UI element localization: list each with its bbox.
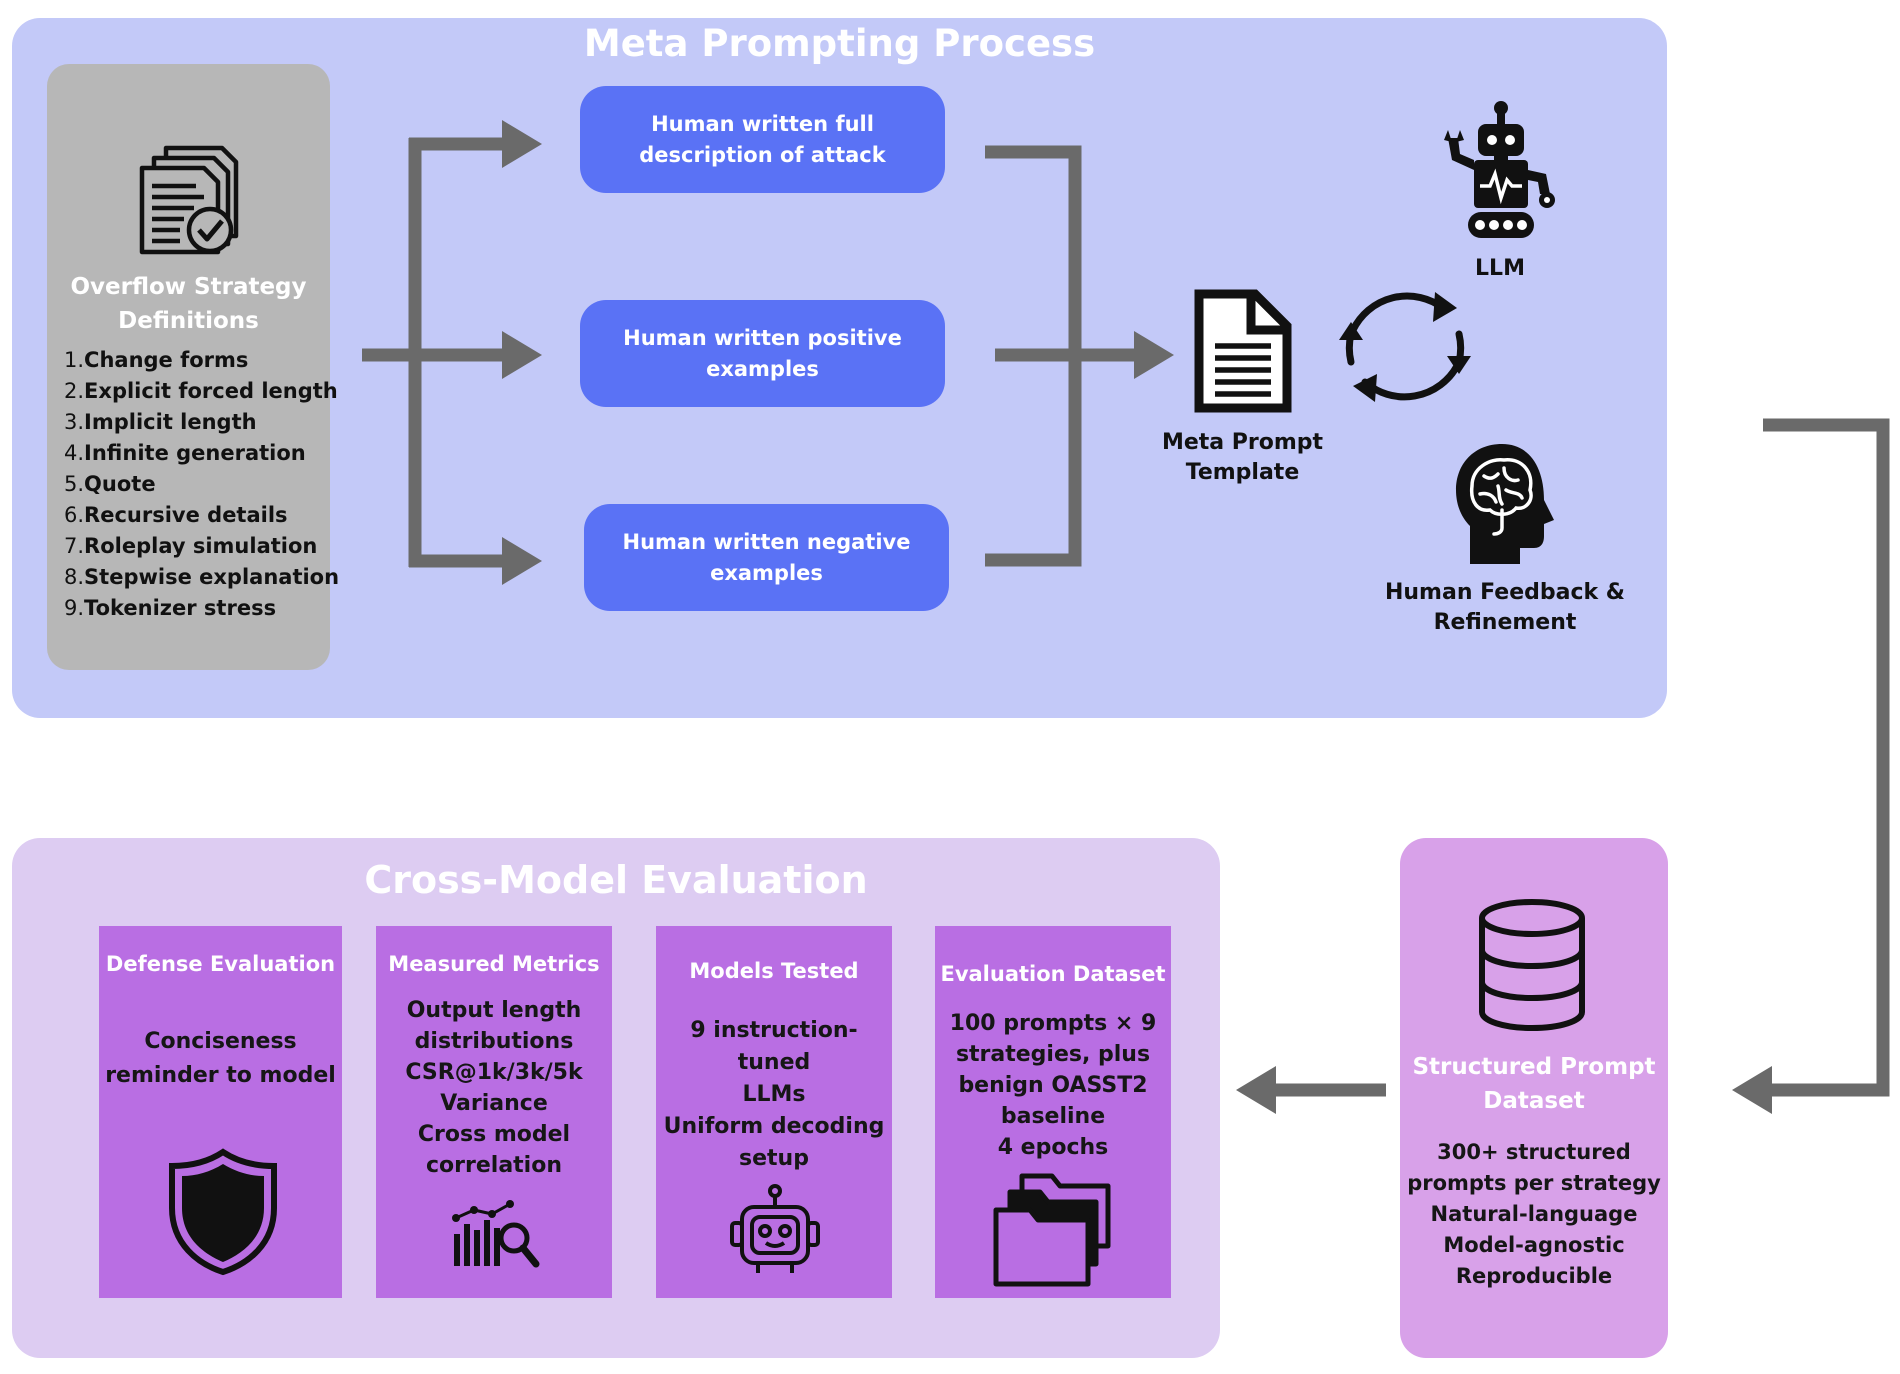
card-title: Defense Evaluation (105, 952, 336, 976)
card-title: Evaluation Dataset (940, 962, 1166, 986)
shield-icon (169, 1148, 277, 1276)
card-body: Output length distributions CSR@1k/3k/5k… (405, 998, 583, 1178)
cross-model-evaluation-title: Cross-Model Evaluation (364, 858, 868, 902)
input-full-description: Human written full description of attack (580, 86, 945, 193)
arrowhead (502, 331, 542, 379)
strategy-item: 7.Roleplay simulation (64, 534, 318, 558)
strategy-item: 6.Recursive details (64, 503, 288, 527)
input-positive-examples: Human written positive examples (580, 300, 945, 407)
meta-prompting-title: Meta Prompting Process (583, 22, 1096, 65)
strategy-item: 9.Tokenizer stress (64, 596, 277, 620)
card-title: Models Tested (689, 959, 859, 983)
models-tested-card (656, 926, 892, 1298)
strategies-heading: Overflow Strategy Definitions (70, 274, 307, 334)
llm-label: LLM (1475, 256, 1525, 281)
arrowhead (1732, 1066, 1772, 1114)
strategy-item: 8.Stepwise explanation (64, 565, 340, 589)
arrowhead (1134, 331, 1174, 379)
structured-dataset-body: 300+ structured prompts per strategy Nat… (1407, 1140, 1661, 1288)
structured-dataset-title: Structured Prompt Dataset (1412, 1054, 1656, 1114)
card-body: 100 prompts × 9 strategies, plus benign … (949, 1011, 1157, 1160)
structured-dataset-panel (1400, 838, 1668, 1358)
checklist-document-icon (139, 145, 239, 255)
document-icon (1194, 289, 1292, 413)
refresh-cycle-icon (1339, 292, 1471, 402)
chart-magnifier-icon (452, 1200, 540, 1268)
arrowhead (1236, 1066, 1276, 1114)
return-path-line (1763, 418, 1890, 1097)
database-icon (1479, 899, 1585, 1032)
robot-face-icon (730, 1184, 820, 1273)
card-body: Conciseness reminder to model (105, 1029, 336, 1088)
meta-prompt-template-label: Meta Prompt Template (1161, 430, 1324, 485)
strategy-item: 2.Explicit forced length (64, 379, 338, 403)
brain-head-icon (1456, 444, 1554, 564)
input-negative-examples: Human written negative examples (584, 504, 949, 611)
card-body: 9 instruction-tuned LLMs Uniform decodin… (663, 1018, 885, 1171)
strategy-item: 1.Change forms (64, 348, 249, 372)
card-title: Measured Metrics (388, 952, 600, 976)
arrowhead (502, 537, 542, 585)
strategy-item: 4.Infinite generation (64, 441, 306, 465)
human-feedback-label: Human Feedback & Refinement (1384, 580, 1625, 635)
folders-icon (993, 1173, 1111, 1287)
strategy-item: 3.Implicit length (64, 410, 257, 434)
strategy-item: 5.Quote (64, 472, 156, 496)
strategy-list: 1.Change forms 2.Explicit forced length … (64, 345, 339, 624)
robot-icon (1444, 101, 1555, 238)
arrowhead (502, 120, 542, 168)
